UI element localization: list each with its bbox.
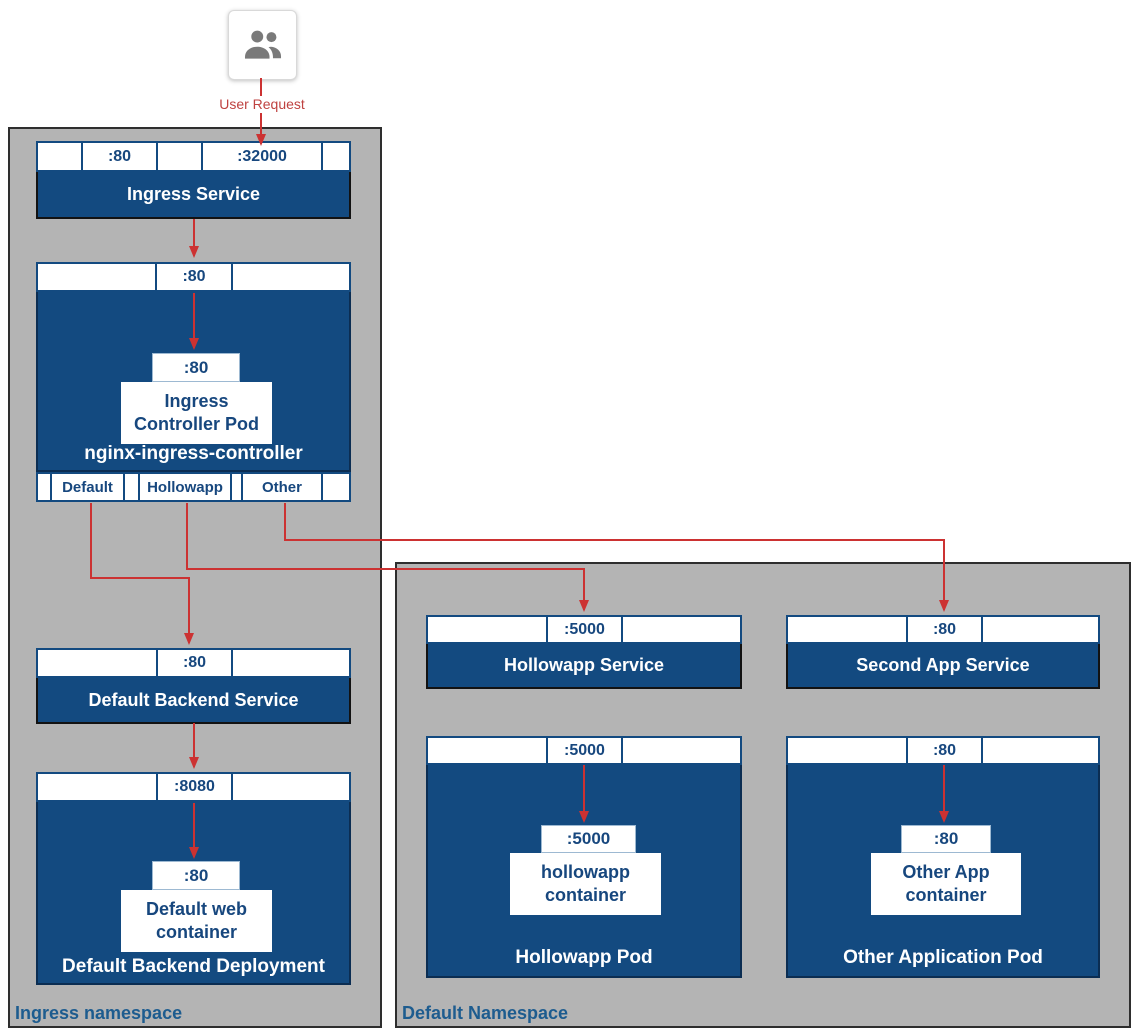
port-cell — [38, 650, 158, 676]
default-web-container-node: Default web container — [121, 890, 272, 952]
second-app-service-title: Second App Service — [786, 644, 1100, 689]
hollowapp-pod-port-row: :5000 — [426, 736, 742, 765]
route-cell-other: Other — [243, 474, 323, 500]
hollowapp-pod-title: Hollowapp Pod — [515, 947, 653, 968]
other-app-container-port-badge: :80 — [901, 825, 991, 853]
hollowapp-pod-box: :5000 :5000 hollowapp container Hollowap… — [426, 736, 742, 978]
controller-port-row: :80 — [36, 262, 351, 292]
controller-routes-row: Default Hollowapp Other — [36, 472, 351, 502]
other-application-pod-box: :80 :80 Other App container Other Applic… — [786, 736, 1100, 978]
default-backend-service-box: :80 Default Backend Service — [36, 648, 351, 724]
other-pod-port-row: :80 — [786, 736, 1100, 765]
users-icon — [244, 30, 281, 59]
dbd-port-row: :8080 — [36, 772, 351, 802]
default-namespace-label: Default Namespace — [402, 1003, 569, 1023]
port-cell — [983, 738, 1098, 763]
port-cell — [623, 617, 740, 642]
port-cell — [428, 617, 548, 642]
port-cell-8080: :8080 — [158, 774, 233, 800]
second-app-service-port-row: :80 — [786, 615, 1100, 644]
ingress-service-title: Ingress Service — [36, 172, 351, 219]
port-cell — [323, 143, 349, 170]
route-cell — [232, 474, 243, 500]
hollowapp-service-box: :5000 Hollowapp Service — [426, 615, 742, 689]
ingress-controller-pod-node: Ingress Controller Pod — [121, 382, 272, 444]
default-backend-deployment-title: Default Backend Deployment — [62, 956, 325, 977]
default-backend-service-title: Default Backend Service — [36, 678, 351, 724]
second-app-service-box: :80 Second App Service — [786, 615, 1100, 689]
user-request-card — [228, 10, 297, 80]
other-pod-body: :80 Other App container Other Applicatio… — [786, 765, 1100, 978]
hollowapp-pod-body: :5000 hollowapp container Hollowapp Pod — [426, 765, 742, 978]
port-cell-80: :80 — [157, 264, 233, 290]
route-cell-hollowapp: Hollowapp — [140, 474, 232, 500]
controller-title: nginx-ingress-controller — [84, 443, 303, 464]
hollowapp-service-title: Hollowapp Service — [426, 644, 742, 689]
hollowapp-container-port-badge: :5000 — [541, 825, 636, 853]
route-cell — [38, 474, 52, 500]
port-cell — [983, 617, 1098, 642]
port-cell-80: :80 — [83, 143, 158, 170]
port-cell-32000: :32000 — [203, 143, 323, 170]
route-cell — [323, 474, 349, 500]
port-cell — [38, 774, 158, 800]
port-cell-80: :80 — [908, 617, 983, 642]
port-cell — [788, 617, 908, 642]
ingress-namespace-label: Ingress namespace — [15, 1003, 183, 1023]
port-cell — [38, 143, 83, 170]
ingress-service-port-row: :80 :32000 — [36, 141, 351, 172]
default-web-port-badge: :80 — [152, 861, 240, 890]
route-cell-default: Default — [52, 474, 125, 500]
other-app-container-node: Other App container — [871, 853, 1021, 915]
route-cell — [125, 474, 140, 500]
port-cell-5000: :5000 — [548, 617, 623, 642]
dbs-port-row: :80 — [36, 648, 351, 678]
nginx-ingress-controller-box: :80 :80 Ingress Controller Pod nginx-ing… — [36, 262, 351, 502]
dbd-pod-body: :80 Default web container Default Backen… — [36, 802, 351, 985]
port-cell — [788, 738, 908, 763]
port-cell — [158, 143, 203, 170]
port-cell — [233, 264, 349, 290]
controller-pod-port-badge: :80 — [152, 353, 240, 382]
port-cell — [623, 738, 740, 763]
user-request-label: User Request — [206, 96, 318, 113]
controller-pod-body: :80 Ingress Controller Pod nginx-ingress… — [36, 292, 351, 472]
ingress-service-box: :80 :32000 Ingress Service — [36, 141, 351, 219]
port-cell-5000: :5000 — [548, 738, 623, 763]
port-cell — [233, 650, 349, 676]
other-application-pod-title: Other Application Pod — [843, 947, 1043, 968]
port-cell-80: :80 — [908, 738, 983, 763]
hollowapp-container-node: hollowapp container — [510, 853, 661, 915]
port-cell — [233, 774, 349, 800]
port-cell — [428, 738, 548, 763]
port-cell-80: :80 — [158, 650, 233, 676]
default-backend-deployment-box: :8080 :80 Default web container Default … — [36, 772, 351, 985]
hollowapp-service-port-row: :5000 — [426, 615, 742, 644]
port-cell — [38, 264, 157, 290]
